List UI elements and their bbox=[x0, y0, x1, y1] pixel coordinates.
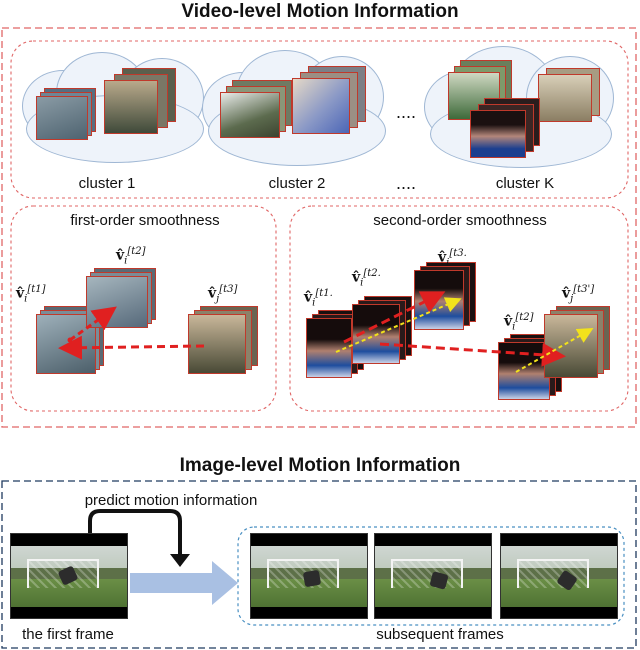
cluster-1-frame bbox=[36, 96, 88, 140]
cluster-1-frame bbox=[104, 80, 158, 134]
cluster-k-frame bbox=[470, 110, 526, 158]
cluster-2-label: cluster 2 bbox=[268, 175, 326, 192]
second-order-frame bbox=[414, 270, 464, 330]
second-order-label: v̂i[t2] bbox=[504, 312, 534, 333]
first-order-label-vi-t2: v̂i[t2] bbox=[116, 246, 146, 267]
second-order-title: second-order smoothness bbox=[373, 212, 547, 229]
cluster-label-ellipsis: .... bbox=[395, 173, 416, 193]
second-order-label: v̂i[t2. bbox=[352, 268, 381, 289]
second-order-label: v̂i[t3. bbox=[438, 248, 467, 269]
first-order-frame-t3 bbox=[188, 314, 246, 374]
cluster-2-frame bbox=[220, 92, 280, 138]
first-order-title: first-order smoothness bbox=[70, 212, 220, 229]
first-frame-label: the first frame bbox=[22, 626, 114, 643]
second-order-frame bbox=[352, 304, 400, 364]
first-order-label-vj-t3: v̂j[t3] bbox=[208, 284, 238, 305]
first-order-label-vi-t1: v̂i[t1] bbox=[16, 284, 46, 305]
first-order-frame-t2 bbox=[86, 276, 148, 328]
cluster-1-label: cluster 1 bbox=[78, 175, 136, 192]
subsequent-frame-image bbox=[250, 533, 368, 619]
video-section-frame bbox=[1, 27, 637, 428]
second-order-frame bbox=[306, 318, 352, 378]
first-frame-image bbox=[10, 533, 128, 619]
subsequent-frame-image bbox=[374, 533, 492, 619]
cluster-k-frame bbox=[538, 74, 592, 122]
second-order-frame bbox=[544, 314, 598, 378]
second-order-frame bbox=[498, 342, 550, 400]
cluster-ellipsis: .... bbox=[395, 102, 416, 122]
cluster-2-frame bbox=[292, 78, 350, 134]
video-section-title: Video-level Motion Information bbox=[181, 1, 459, 22]
second-order-label: v̂i[t1. bbox=[304, 288, 333, 309]
predict-label: predict motion information bbox=[84, 492, 258, 509]
subsequent-frame-image bbox=[500, 533, 618, 619]
cluster-k-label: cluster K bbox=[495, 175, 555, 192]
image-section-frame bbox=[1, 480, 637, 649]
image-section-title: Image-level Motion Information bbox=[179, 455, 461, 476]
second-order-label: v̂j[t3'] bbox=[562, 284, 595, 305]
subsequent-frames-label: subsequent frames bbox=[376, 626, 504, 643]
